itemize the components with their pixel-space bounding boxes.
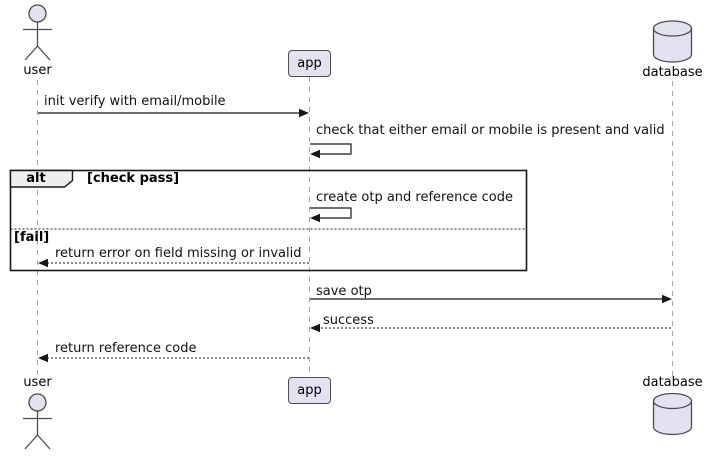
- message-label-save-otp: save otp: [316, 284, 372, 299]
- message-label-init-verify: init verify with email/mobile: [44, 94, 226, 109]
- message-label-check-valid: check that either email or mobile is pre…: [316, 123, 665, 138]
- database-icon-top: [652, 20, 693, 63]
- alt-frame-operator-label: alt: [26, 171, 46, 186]
- message-arrow-return-reference: [38, 353, 309, 363]
- message-label-create-otp: create otp and reference code: [316, 190, 513, 205]
- message-arrow-return-error: [38, 258, 309, 268]
- actor-icon-bottom: [23, 393, 52, 450]
- message-arrow-init-verify: [38, 108, 309, 118]
- alt-guard-fail: [fail]: [14, 230, 50, 245]
- alt-guard-check-pass: [check pass]: [87, 171, 180, 186]
- participant-box-app-bottom: app: [288, 377, 331, 404]
- participant-box-app-top: app: [288, 50, 331, 77]
- database-icon-bottom: [652, 392, 693, 436]
- actor-icon-top: [23, 4, 52, 61]
- participant-label-user-bottom: user: [23, 375, 52, 390]
- participant-label-database-top: database: [642, 65, 703, 80]
- message-label-return-reference: return reference code: [55, 341, 197, 356]
- alt-frame: [9, 169, 528, 272]
- participant-label-database-bottom: database: [642, 375, 703, 390]
- participant-label-user-top: user: [23, 63, 52, 78]
- message-arrow-create-otp: [310, 207, 352, 223]
- message-arrow-success: [310, 323, 671, 333]
- message-label-return-error: return error on field missing or invalid: [55, 246, 302, 261]
- message-arrow-save-otp: [310, 294, 672, 304]
- message-label-success: success: [323, 313, 374, 328]
- message-arrow-check-valid: [310, 143, 352, 159]
- alt-frame-operator-pentagon: [9, 169, 74, 188]
